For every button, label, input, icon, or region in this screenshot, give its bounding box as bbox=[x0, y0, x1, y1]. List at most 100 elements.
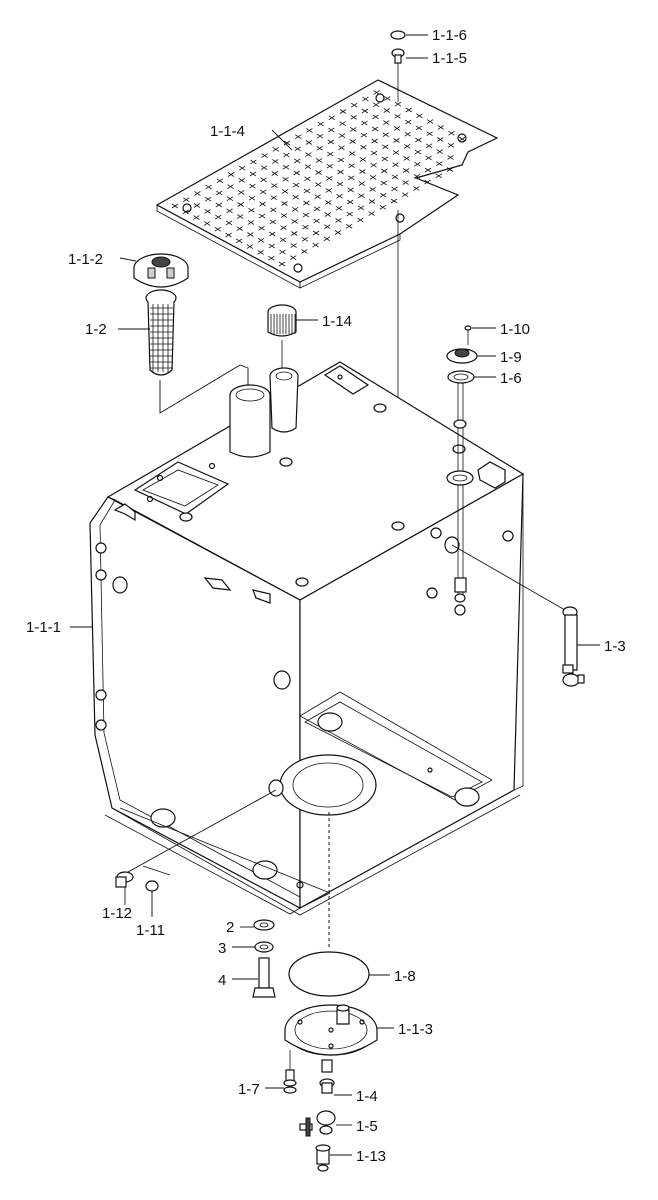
perforation-mark bbox=[348, 163, 355, 169]
perforation-mark bbox=[248, 195, 256, 201]
perforation-mark bbox=[335, 205, 343, 211]
perforation-mark bbox=[424, 179, 431, 185]
perforation-mark bbox=[272, 146, 280, 152]
perforation-mark bbox=[270, 195, 278, 201]
filler-assembly bbox=[133, 253, 271, 458]
perforation-mark bbox=[249, 171, 257, 177]
perforation-mark bbox=[372, 102, 380, 108]
perforation-mark bbox=[248, 207, 255, 213]
perforation-mark bbox=[381, 168, 388, 174]
perforation-mark bbox=[337, 157, 345, 163]
perforation-mark bbox=[436, 149, 444, 154]
perforation-mark bbox=[238, 177, 245, 183]
perforation-mark bbox=[425, 155, 432, 161]
perforation-mark bbox=[326, 163, 334, 169]
perforation-mark bbox=[237, 190, 245, 195]
perforation-mark bbox=[350, 102, 358, 108]
perforation-mark bbox=[236, 226, 243, 232]
perforation-mark bbox=[372, 114, 379, 120]
perforation-mark bbox=[392, 162, 399, 168]
perforation-mark bbox=[171, 203, 179, 209]
perforation-mark bbox=[314, 182, 322, 187]
perforation-mark bbox=[282, 164, 290, 170]
hydraulic-tank-body bbox=[89, 361, 525, 916]
perforation-mark bbox=[426, 119, 434, 124]
perforation-mark bbox=[384, 96, 391, 101]
perforation-mark bbox=[258, 225, 265, 231]
label-1-1-3: 1-1-3 bbox=[398, 1021, 433, 1038]
drain-fittings-left bbox=[115, 789, 277, 892]
perforation-mark bbox=[362, 96, 369, 102]
perforation-mark bbox=[302, 224, 309, 230]
perforation-mark bbox=[350, 114, 357, 120]
perforation-mark bbox=[215, 202, 223, 208]
perforation-mark bbox=[371, 126, 379, 132]
perforation-mark bbox=[403, 143, 411, 149]
perforation-mark bbox=[437, 125, 445, 130]
perforation-mark bbox=[393, 126, 401, 131]
perforation-mark bbox=[271, 171, 279, 176]
perforation-mark bbox=[194, 191, 201, 196]
perforation-mark bbox=[346, 211, 353, 217]
perforation-mark bbox=[312, 242, 319, 248]
perforation-mark bbox=[360, 144, 367, 150]
perforation-mark bbox=[269, 219, 277, 225]
perforation-mark bbox=[338, 133, 346, 139]
perforation-mark bbox=[415, 137, 422, 143]
perforation-mark bbox=[227, 172, 235, 177]
perforation-mark bbox=[349, 127, 357, 132]
mount-bolt-set bbox=[252, 919, 276, 998]
perforation-mark bbox=[304, 164, 312, 170]
label-1-11: 1-11 bbox=[136, 922, 165, 939]
perforation-mark bbox=[314, 194, 321, 200]
air-breather bbox=[267, 304, 299, 433]
perforation-mark bbox=[281, 189, 289, 194]
label-1-13: 1-13 bbox=[356, 1148, 386, 1165]
label-1-2: 1-2 bbox=[85, 321, 107, 338]
leader-lines bbox=[70, 34, 600, 1156]
label-1-12: 1-12 bbox=[102, 905, 132, 922]
perforation-mark bbox=[390, 198, 398, 204]
perforation-mark bbox=[247, 220, 255, 225]
perforation-mark bbox=[292, 182, 300, 188]
perforation-mark bbox=[281, 201, 288, 206]
perforation-mark bbox=[282, 176, 289, 182]
perforation-mark bbox=[402, 180, 409, 185]
perforation-mark bbox=[369, 174, 377, 180]
perforation-mark bbox=[279, 249, 286, 255]
perforation-mark bbox=[303, 200, 310, 206]
perforation-mark bbox=[226, 208, 233, 214]
perforation-mark bbox=[368, 211, 375, 216]
perforation-mark bbox=[236, 214, 244, 219]
perforation-mark bbox=[259, 189, 267, 195]
perforation-mark bbox=[317, 121, 324, 127]
perforation-mark bbox=[193, 203, 201, 208]
label-1-6: 1-6 bbox=[500, 370, 522, 387]
perforation-mark bbox=[293, 158, 301, 164]
perforation-mark bbox=[204, 208, 211, 214]
perforation-mark bbox=[357, 217, 364, 223]
perforation-mark bbox=[405, 107, 412, 113]
perforation-mark bbox=[260, 165, 268, 171]
perforation-mark bbox=[327, 151, 334, 157]
perforation-mark bbox=[289, 255, 297, 261]
perforation-mark bbox=[280, 213, 288, 218]
perforation-mark bbox=[250, 159, 257, 165]
perforation-mark bbox=[446, 167, 454, 172]
perforation-mark bbox=[290, 243, 297, 248]
perforation-mark bbox=[290, 231, 298, 236]
perforation-mark bbox=[347, 175, 355, 181]
perforation-mark bbox=[437, 137, 444, 142]
perforation-mark bbox=[283, 152, 290, 158]
perforation-mark bbox=[246, 244, 254, 249]
label-1-1-4: 1-1-4 bbox=[210, 123, 245, 140]
perforation-mark bbox=[403, 156, 410, 161]
perforation-mark bbox=[305, 152, 312, 157]
perforation-mark bbox=[447, 142, 455, 148]
perforation-mark bbox=[391, 174, 399, 180]
drain-cover-assembly bbox=[283, 812, 378, 1172]
perforation-mark bbox=[247, 232, 254, 237]
perforation-mark bbox=[426, 131, 433, 137]
perforation-mark bbox=[302, 212, 310, 218]
